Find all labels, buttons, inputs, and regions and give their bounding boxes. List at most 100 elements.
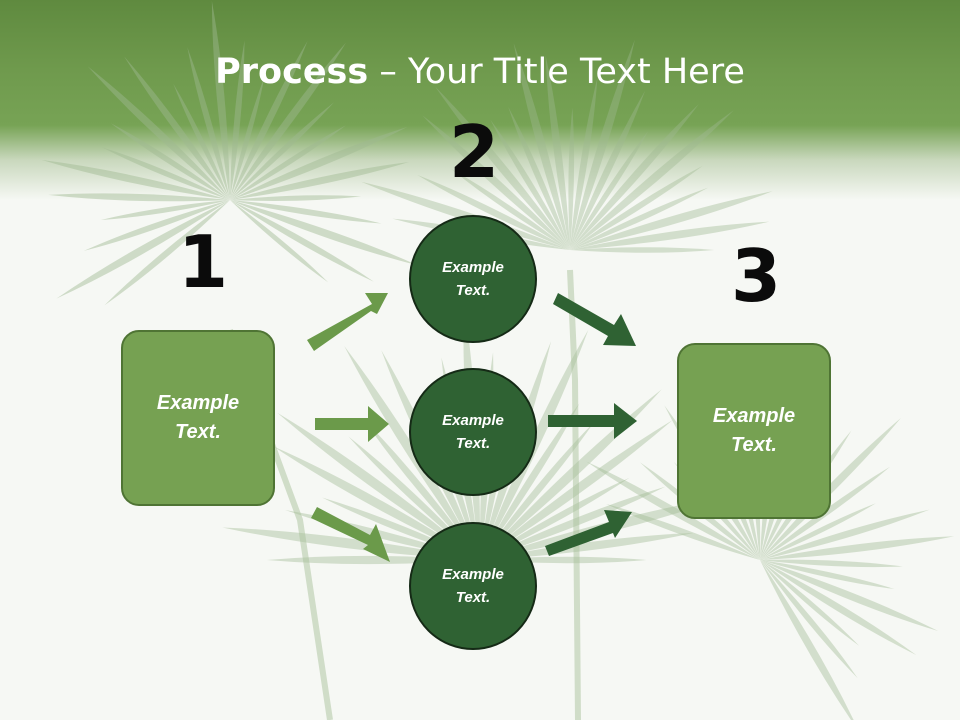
title-bold: Process xyxy=(215,52,369,92)
circle-top-text: Example Text. xyxy=(442,256,504,302)
palm-leaflet xyxy=(570,221,770,250)
palm-leaflet xyxy=(570,77,598,251)
circle-bottom-text: Example Text. xyxy=(442,563,504,609)
palm-leaflet xyxy=(480,403,580,560)
circle-top-line2: Text. xyxy=(455,282,491,299)
palm-leaflet xyxy=(41,159,230,200)
palm-leaflet xyxy=(760,560,917,656)
palm-leaflet xyxy=(277,412,480,560)
palm-leaflet xyxy=(570,247,715,253)
palm-leaflet xyxy=(760,560,860,646)
palm-leaflet xyxy=(230,125,346,200)
arrow-top-to-3 xyxy=(553,293,636,346)
circle-middle-line1: Example xyxy=(442,412,504,429)
step-3-line1: Example xyxy=(712,405,796,427)
palm-leaflet xyxy=(230,126,408,200)
palm-leaflet xyxy=(570,104,699,250)
slide-title: Process – Your Title Text Here xyxy=(0,52,960,92)
palm-leaflet xyxy=(760,509,930,560)
palm-leaflet xyxy=(570,110,734,251)
circle-bottom-line1: Example xyxy=(442,566,504,583)
palm-leaflet xyxy=(545,55,570,251)
palm-leaflet xyxy=(230,200,382,224)
circle-middle-line2: Text. xyxy=(455,435,491,452)
palm-leaflet xyxy=(124,56,230,201)
step-1-box[interactable]: Example Text. xyxy=(121,330,275,506)
palm-leaflet xyxy=(230,42,347,201)
palm-leaflet xyxy=(230,40,308,200)
palm-leaflet xyxy=(83,200,230,251)
title-banner xyxy=(0,0,960,200)
palm-leaflet xyxy=(417,174,570,250)
palm-leaflet xyxy=(760,503,876,560)
palm-leaflet xyxy=(230,200,329,283)
step-number-3: 3 xyxy=(731,234,782,318)
arrow-1-to-middle xyxy=(315,406,389,442)
palm-leaflet xyxy=(480,421,595,560)
palm-leaflet xyxy=(110,123,230,200)
step-number-1: 1 xyxy=(178,220,229,304)
step-3-text: Example Text. xyxy=(713,402,795,460)
palm-fan-upper-left xyxy=(41,0,419,306)
palm-leaflet xyxy=(230,200,374,282)
title-rest: – Your Title Text Here xyxy=(368,52,745,92)
palm-leaflet xyxy=(56,200,230,299)
palm-leaflet xyxy=(760,536,955,560)
circle-middle-text: Example Text. xyxy=(442,409,504,455)
palm-leaflet xyxy=(570,191,773,250)
step-2-circle-bottom[interactable]: Example Text. xyxy=(409,522,537,650)
palm-leaflet xyxy=(570,187,709,250)
palm-leaflet xyxy=(100,200,231,220)
palm-leaflet xyxy=(272,446,480,560)
palm-leaflet xyxy=(760,560,854,720)
palm-leaflet xyxy=(605,503,760,560)
palm-leaflet xyxy=(230,75,265,200)
step-1-text: Example Text. xyxy=(157,389,239,447)
palm-leaflet xyxy=(87,66,230,200)
palm-leaflet xyxy=(230,40,245,200)
palm-leaflet xyxy=(104,200,230,306)
palm-leaflet xyxy=(760,560,939,632)
palm-leaflet xyxy=(230,200,419,266)
palm-leaflet xyxy=(362,418,480,560)
palm-leaflet xyxy=(760,559,903,568)
palm-leaflet xyxy=(570,165,703,250)
palm-leaflet xyxy=(570,90,646,250)
palm-leaflet xyxy=(570,131,648,250)
palm-leaflet xyxy=(230,161,410,200)
palm-leaflet xyxy=(570,39,635,251)
palm-leaflet xyxy=(435,86,570,250)
step-number-2: 2 xyxy=(449,110,500,194)
palm-leaflet xyxy=(513,43,570,251)
step-3-box[interactable]: Example Text. xyxy=(677,343,831,519)
palm-leaflet xyxy=(490,119,570,250)
palm-leaflet xyxy=(230,195,362,201)
palm-leaflet xyxy=(422,115,570,251)
arrow-bottom-to-3 xyxy=(545,510,632,556)
palm-leaflet xyxy=(222,527,480,560)
palm-leaflet xyxy=(211,0,230,200)
step-3-line2: Text. xyxy=(731,434,777,456)
palm-leaflet xyxy=(101,147,230,200)
palm-leaflet xyxy=(760,560,895,590)
arrow-1-to-bottom xyxy=(311,507,390,562)
arrow-middle-to-3 xyxy=(548,403,637,439)
step-2-circle-top[interactable]: Example Text. xyxy=(409,215,537,343)
step-1-line2: Text. xyxy=(175,421,221,443)
arrow-1-to-top xyxy=(307,293,388,351)
circle-top-line1: Example xyxy=(442,259,504,276)
palm-leaflet xyxy=(760,560,858,679)
palm-leaflet xyxy=(173,83,230,200)
palm-leaflet xyxy=(568,107,575,250)
palm-leaflet xyxy=(48,193,231,202)
step-1-line1: Example xyxy=(156,392,240,414)
palm-leaflet xyxy=(187,47,230,201)
palm-leaflet xyxy=(451,169,570,250)
palm-leaflet xyxy=(480,533,694,560)
circle-bottom-line2: Text. xyxy=(455,589,491,606)
palm-leaflet xyxy=(230,102,335,200)
palm-leaflet xyxy=(480,486,666,560)
palm-leaflet xyxy=(586,461,760,560)
step-2-circle-middle[interactable]: Example Text. xyxy=(409,368,537,496)
